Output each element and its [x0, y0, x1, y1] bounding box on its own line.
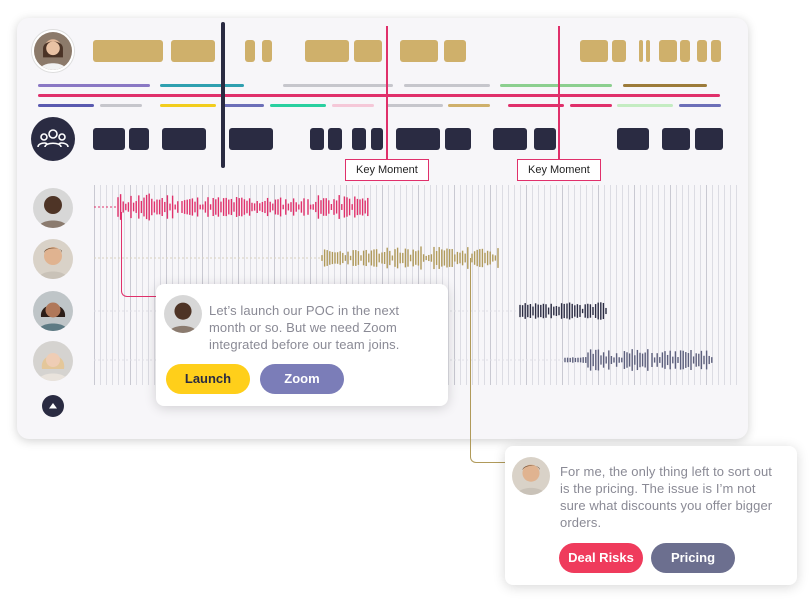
grid-line [706, 185, 707, 385]
grid-line [538, 185, 539, 385]
grid-line [670, 185, 671, 385]
grid-line [550, 185, 551, 385]
bubble-text-1: Let’s launch our POC in the next month o… [209, 303, 400, 352]
tag-pricing[interactable]: Pricing [651, 543, 735, 573]
speaker-avatar-1[interactable] [33, 188, 73, 228]
transcript-bubble-1[interactable]: Let’s launch our POC in the next month o… [156, 284, 448, 406]
tag-zoom[interactable]: Zoom [260, 364, 344, 394]
transcript-bubble-2[interactable]: For me, the only thing left to sort out … [505, 446, 797, 585]
grid-line [496, 185, 497, 385]
grid-line [532, 185, 533, 385]
speaker-avatar-4[interactable] [33, 341, 73, 381]
grid-line [154, 185, 155, 385]
connector-left [121, 212, 162, 297]
tag-launch[interactable]: Launch [166, 364, 250, 394]
grid-line [520, 185, 521, 385]
grid-line [106, 185, 107, 385]
grid-line [610, 185, 611, 385]
bubble-text-2: For me, the only thing left to sort out … [560, 464, 773, 530]
grid-line [688, 185, 689, 385]
grid-line [478, 185, 479, 385]
users-group-icon [37, 129, 69, 148]
bubble-avatar-1 [164, 295, 202, 333]
grid-line [568, 185, 569, 385]
grid-line [472, 185, 473, 385]
grid-line [682, 185, 683, 385]
grid-line [616, 185, 617, 385]
grid-line [124, 185, 125, 385]
grid-line [508, 185, 509, 385]
grid-line [136, 185, 137, 385]
grid-line [556, 185, 557, 385]
grid-line [598, 185, 599, 385]
grid-line [448, 185, 449, 385]
grid-line [622, 185, 623, 385]
grid-line [574, 185, 575, 385]
grid-line [634, 185, 635, 385]
grid-line [490, 185, 491, 385]
grid-line [526, 185, 527, 385]
host-avatar[interactable] [32, 30, 74, 72]
tag-deal-risks[interactable]: Deal Risks [559, 543, 643, 573]
grid-line [514, 185, 515, 385]
grid-line [466, 185, 467, 385]
grid-line [694, 185, 695, 385]
grid-line [712, 185, 713, 385]
key-moment-label-1[interactable]: Key Moment [345, 159, 429, 181]
grid-line [148, 185, 149, 385]
bubble-avatar-2 [512, 457, 550, 495]
grid-line [604, 185, 605, 385]
triangle-up-icon [49, 403, 57, 409]
grid-line [460, 185, 461, 385]
grid-line [664, 185, 665, 385]
grid-line [142, 185, 143, 385]
playhead[interactable] [221, 22, 225, 168]
speaker-avatar-3[interactable] [33, 291, 73, 331]
grid-line [112, 185, 113, 385]
grid-line [586, 185, 587, 385]
connector-right [470, 258, 511, 463]
grid-line [484, 185, 485, 385]
participants-avatar[interactable] [31, 117, 75, 161]
grid-line [502, 185, 503, 385]
grid-line [658, 185, 659, 385]
grid-line [100, 185, 101, 385]
grid-line [700, 185, 701, 385]
grid-line [730, 185, 731, 385]
grid-line [736, 185, 737, 385]
key-moment-line-2 [558, 26, 560, 160]
grid-line [592, 185, 593, 385]
grid-line [718, 185, 719, 385]
grid-line [646, 185, 647, 385]
key-moment-label-2[interactable]: Key Moment [517, 159, 601, 181]
grid-line [94, 185, 95, 385]
grid-line [676, 185, 677, 385]
grid-line [562, 185, 563, 385]
scroll-up-button[interactable] [42, 395, 64, 417]
grid-line [118, 185, 119, 385]
grid-line [628, 185, 629, 385]
grid-line [544, 185, 545, 385]
grid-line [130, 185, 131, 385]
grid-line [640, 185, 641, 385]
grid-line [580, 185, 581, 385]
grid-line [652, 185, 653, 385]
grid-line [454, 185, 455, 385]
speaker-avatar-2[interactable] [33, 239, 73, 279]
grid-line [724, 185, 725, 385]
key-moment-line-1 [386, 26, 388, 160]
